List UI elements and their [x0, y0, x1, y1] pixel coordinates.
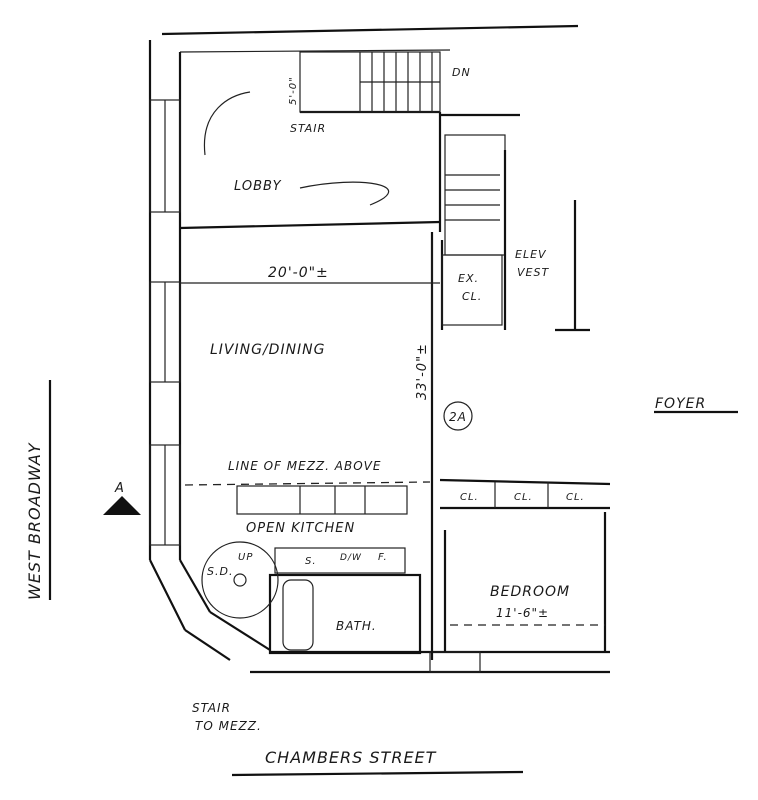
bedroom-label: BEDROOM: [490, 584, 570, 600]
dn-label: DN: [452, 66, 471, 79]
walls: [148, 24, 611, 674]
unit-bubble: [443, 401, 473, 431]
line-of-mezz-label: LINE OF MEZZ. ABOVE: [228, 459, 381, 473]
closet-2-label: CL.: [514, 492, 533, 503]
west-broadway-label: WEST BROADWAY: [25, 442, 44, 600]
ex-cl-label: EX.: [458, 272, 479, 285]
fridge-label: F.: [378, 552, 388, 563]
east-stair-treads: [445, 174, 500, 221]
stair-label: STAIR: [290, 122, 326, 135]
dishwasher-label: D/W: [340, 553, 362, 563]
unit-label: 2A: [449, 410, 467, 424]
closet-3-label: CL.: [566, 492, 585, 503]
chambers-street-label: CHAMBERS STREET: [265, 748, 437, 767]
sink-label: S.: [305, 556, 317, 567]
circulation-arrows: [203, 91, 390, 206]
bedroom-dim-label: 11'-6"±: [496, 606, 549, 620]
lobby-label: LOBBY: [234, 179, 282, 194]
width-dim-label: 20'-0"±: [268, 265, 329, 281]
section-marker: [103, 496, 141, 515]
open-kitchen-label: OPEN KITCHEN: [246, 521, 355, 536]
stair-to-mezz-label-2: TO MEZZ.: [195, 719, 262, 733]
chambers-street-rule: [231, 770, 524, 777]
stair-treads: [359, 52, 440, 112]
bath-label: BATH.: [336, 619, 377, 633]
closet-1-label: CL.: [460, 492, 479, 503]
living-dining-label: LIVING/DINING: [210, 342, 326, 358]
stair-dim-label: 5'-0": [288, 76, 299, 105]
ex-cl-label-2: CL.: [462, 290, 482, 303]
depth-dim-label: 33'-0"±: [415, 343, 430, 400]
elev-vest-label: ELEV: [515, 248, 547, 261]
section-mark-label: A: [114, 481, 125, 496]
foyer-label: FOYER: [655, 396, 706, 412]
stair-to-mezz-label: STAIR: [192, 701, 231, 715]
up-label: UP: [238, 552, 253, 563]
elev-vest-label-2: VEST: [517, 266, 549, 279]
smoke-detector-label: S.D.: [207, 565, 233, 578]
